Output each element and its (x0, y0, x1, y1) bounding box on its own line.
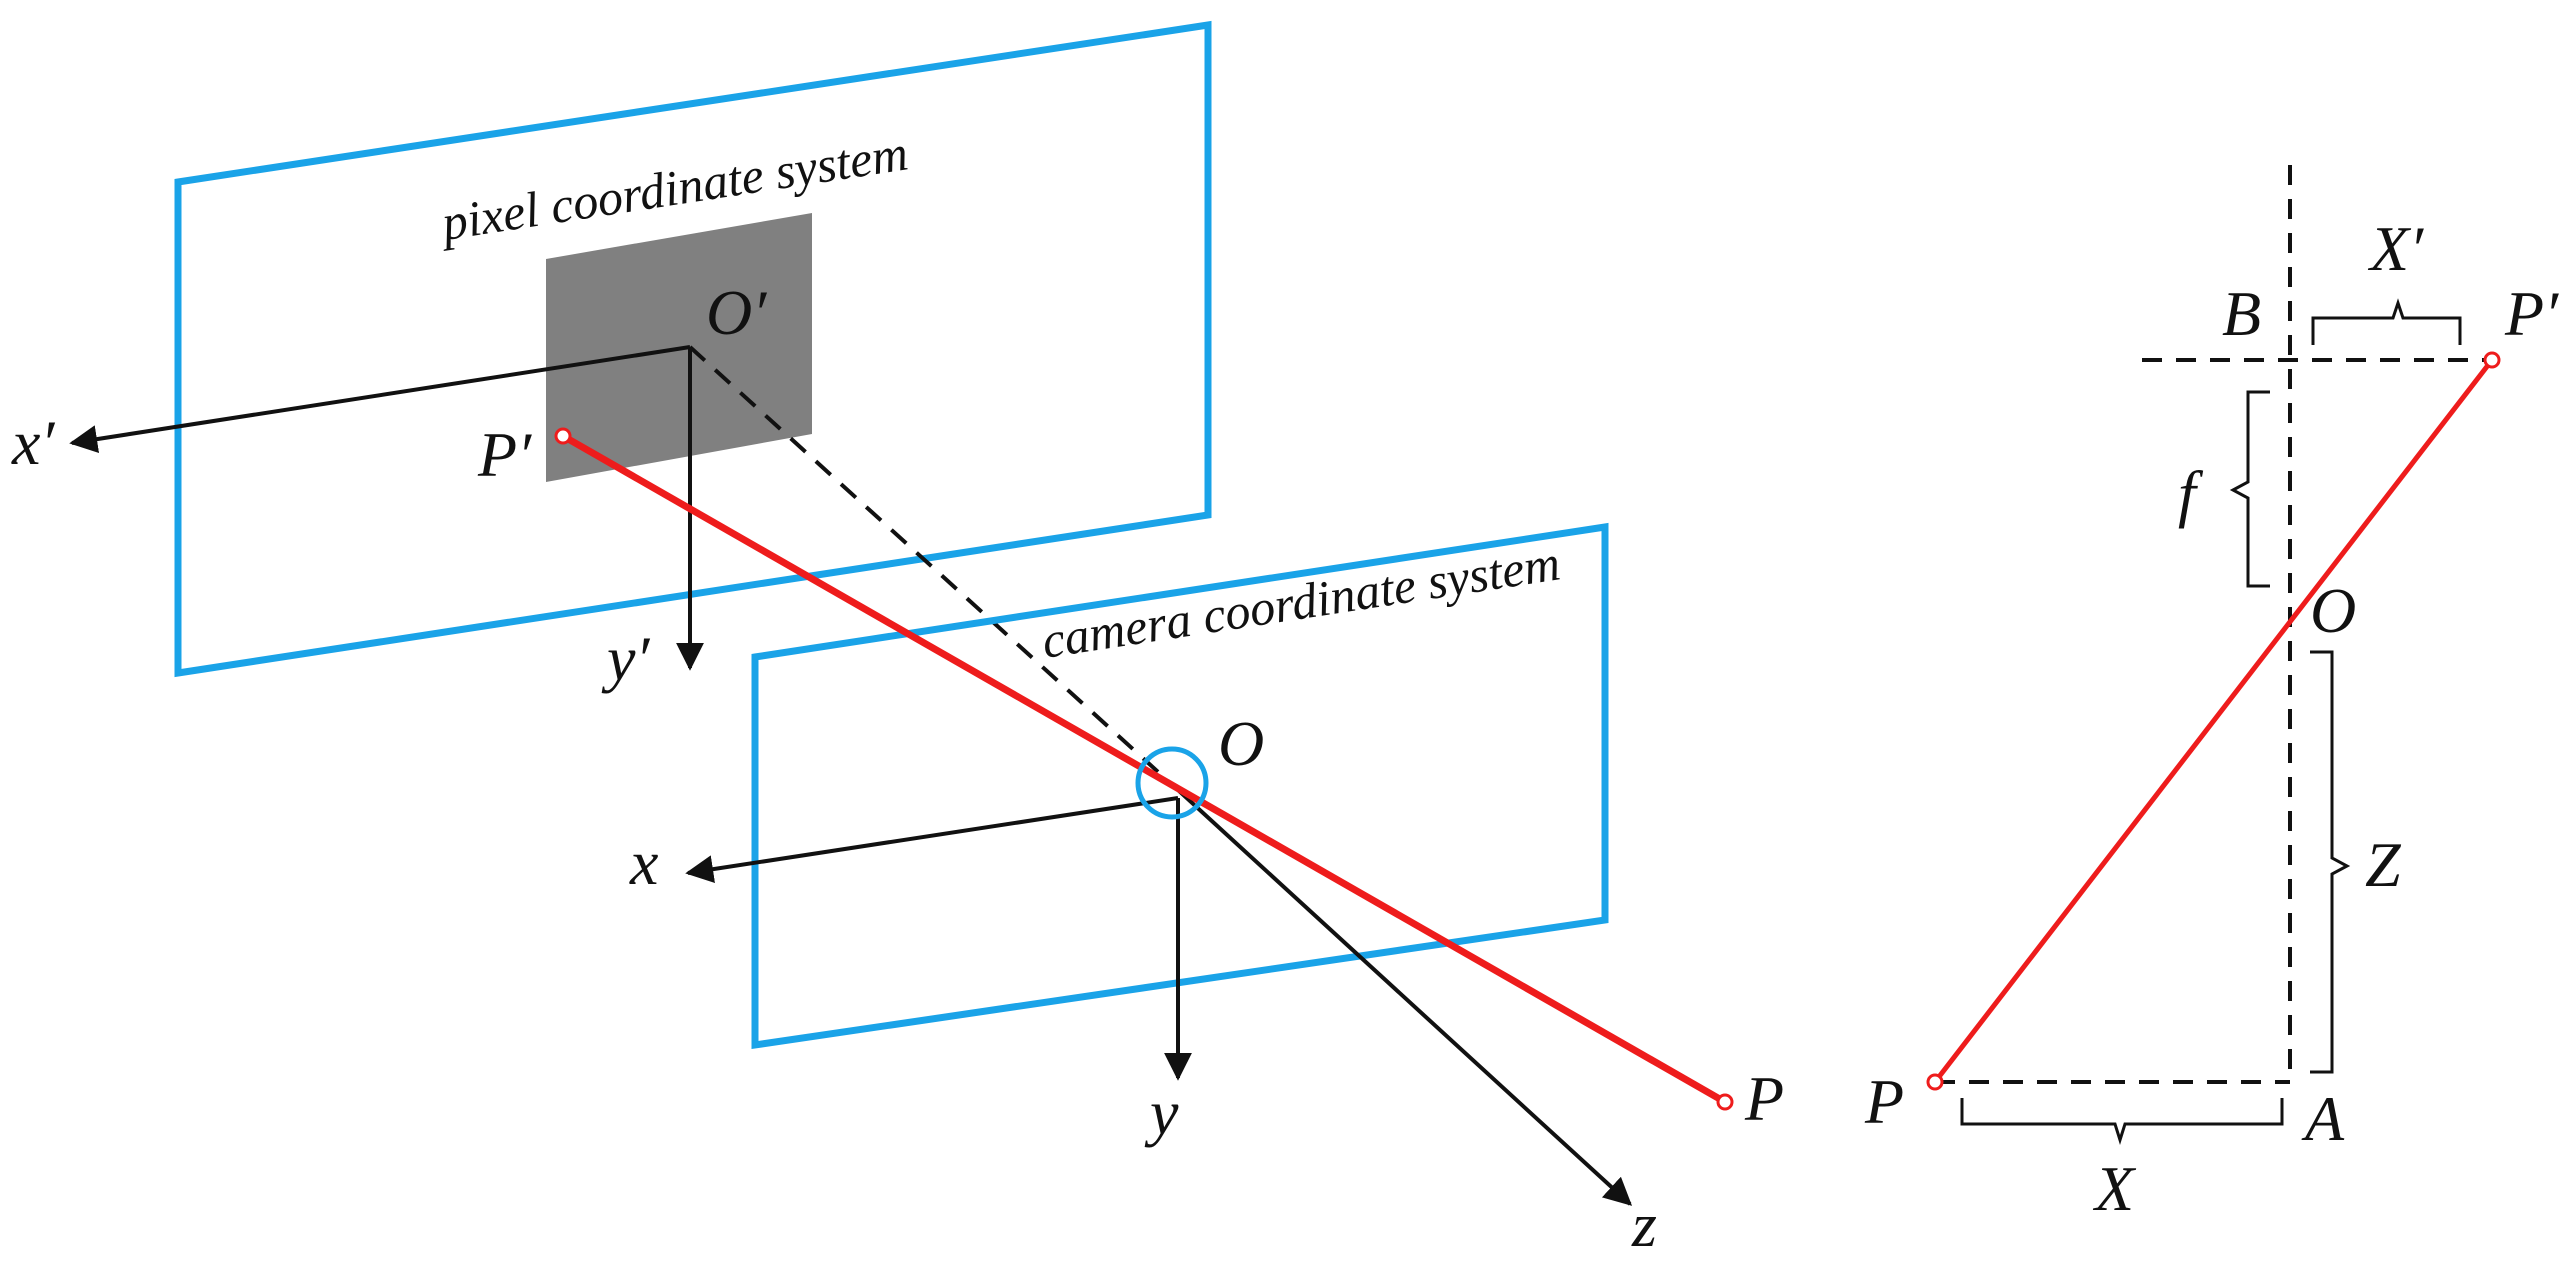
label-p-left: P (1744, 1063, 1784, 1134)
pixel-plane (174, 20, 1212, 678)
label-x-prime-right: X′ (2367, 213, 2424, 284)
label-o-prime: O′ (706, 277, 767, 348)
left-3d-view: pixel coordinate system O′ P′ x′ y′ came… (11, 20, 1784, 1260)
point-p-prime-right (2483, 351, 2501, 369)
point-p-prime-left (554, 427, 572, 445)
label-y-left: y (1144, 1077, 1179, 1148)
label-y-prime: y′ (601, 623, 650, 694)
x-axis (685, 796, 1179, 884)
label-p-prime-left: P′ (477, 419, 532, 490)
point-p-left (1716, 1093, 1734, 1111)
label-x-prime: x′ (11, 407, 55, 478)
label-o-left: O (1218, 708, 1264, 779)
label-f: f (2178, 458, 2204, 529)
label-b: B (2222, 278, 2261, 349)
label-x-left: x (629, 827, 658, 898)
label-p-right: P (1864, 1066, 1904, 1137)
pinhole-circle (1135, 746, 1209, 820)
right-side-view: X′ B P′ f O Z P A X (1864, 165, 2559, 1224)
label-p-prime-right: P′ (2504, 278, 2559, 349)
camera-plane (751, 522, 1609, 1050)
label-z-left: z (1631, 1189, 1657, 1260)
brace-f (2229, 390, 2270, 588)
x-prime-axis (69, 345, 691, 453)
brace-z (2310, 650, 2351, 1074)
brace-x-prime (2311, 298, 2462, 345)
label-z-right: Z (2365, 829, 2402, 900)
projection-ray-left (561, 432, 1727, 1106)
brace-x (1960, 1098, 2284, 1146)
label-o-right: O (2310, 575, 2356, 646)
point-p-right (1926, 1073, 1944, 1091)
optical-axis-dashed (688, 345, 1180, 792)
projection-ray-right (1933, 358, 2494, 1084)
label-a: A (2301, 1083, 2345, 1154)
pixel-plane-title: pixel coordinate system (435, 124, 911, 251)
label-x-right: X (2092, 1153, 2137, 1224)
camera-plane-title: camera coordinate system (1038, 534, 1563, 668)
z-axis (1176, 788, 1633, 1206)
